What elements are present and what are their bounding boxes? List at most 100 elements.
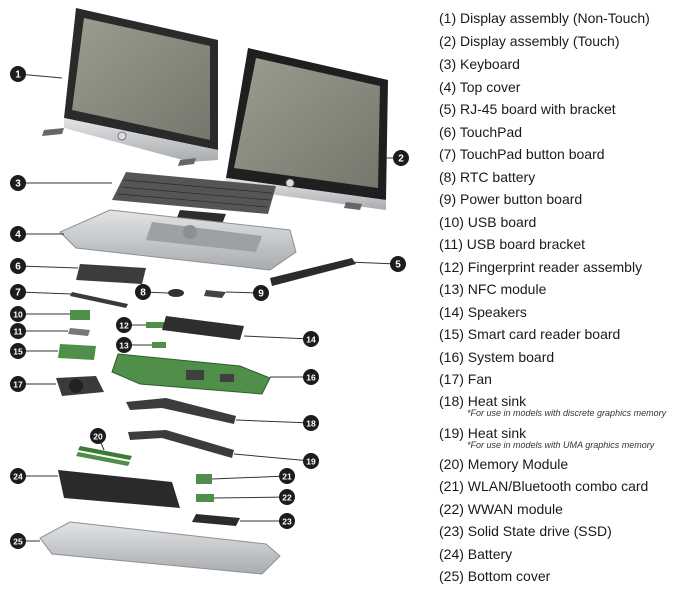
callout-number: 21 <box>282 472 292 482</box>
leader-line <box>235 419 312 424</box>
wwan-module <box>196 494 214 502</box>
callout-number: 22 <box>282 493 292 503</box>
callout-badge <box>10 323 26 339</box>
legend-item: (15) Smart card reader board <box>439 326 621 342</box>
fingerprint-reader-assembly <box>146 322 164 328</box>
legend-item: (21) WLAN/Bluetooth combo card <box>439 478 649 494</box>
callout-number: 3 <box>15 179 21 190</box>
wlan-bluetooth-card <box>196 474 212 484</box>
callout-badge <box>10 468 26 484</box>
legend-note: *For use in models with discrete graphic… <box>467 408 667 418</box>
legend-item: (13) NFC module <box>439 281 547 297</box>
callout-badge <box>10 306 26 322</box>
parts-legend: (1) Display assembly (Non-Touch) (2) Disp… <box>439 0 700 600</box>
callout-badge <box>10 284 26 300</box>
callout-number: 9 <box>258 289 264 300</box>
legend-item: (16) System board <box>439 349 555 365</box>
legend-item: (8) RTC battery <box>439 169 536 185</box>
leader-line <box>243 335 312 340</box>
callout-badge <box>303 369 319 385</box>
legend-item: (25) Bottom cover <box>439 568 551 584</box>
leader-line <box>17 265 79 269</box>
rtc-battery <box>168 289 184 297</box>
callout-number: 19 <box>306 457 316 467</box>
callout-badge <box>10 376 26 392</box>
callout-number: 25 <box>13 537 23 547</box>
callout-number: 2 <box>398 154 404 165</box>
legend-item: (2) Display assembly (Touch) <box>439 33 620 49</box>
memory-module <box>76 446 132 466</box>
touchpad-button-board <box>70 292 128 308</box>
callout-number: 8 <box>140 288 146 299</box>
nfc-module <box>152 342 166 348</box>
callout-badge <box>10 533 26 549</box>
legend-item: (9) Power button board <box>439 191 583 207</box>
leader-line <box>233 453 312 462</box>
callout-number: 7 <box>15 288 21 299</box>
callout-badge <box>303 415 319 431</box>
callout-number: 15 <box>13 347 23 357</box>
callout-number: 12 <box>119 321 129 331</box>
callout-number: 24 <box>13 472 23 482</box>
callout-number: 16 <box>306 373 316 383</box>
legend-item: (22) WWAN module <box>439 501 563 517</box>
display-assembly-non-touch <box>42 8 218 166</box>
callout-number: 17 <box>13 380 23 390</box>
callout-badge <box>10 258 26 274</box>
heat-sink-discrete <box>126 398 236 424</box>
callout-badge <box>279 468 295 484</box>
callout-badge <box>303 331 319 347</box>
legend-item: (14) Speakers <box>439 304 527 320</box>
legend-item: (7) TouchPad button board <box>439 146 605 162</box>
legend-item: (3) Keyboard <box>439 56 520 72</box>
legend-note: *For use in models with UMA graphics mem… <box>467 440 655 450</box>
callout-badge <box>116 317 132 333</box>
callout-number: 5 <box>395 260 401 271</box>
leader-line <box>213 496 288 499</box>
legend-item: (12) Fingerprint reader assembly <box>439 259 643 275</box>
legend-item: (1) Display assembly (Non-Touch) <box>439 10 650 26</box>
callout-number: 18 <box>306 419 316 429</box>
legend-item: (10) USB board <box>439 214 537 230</box>
callout-badge <box>116 337 132 353</box>
legend-item: (20) Memory Module <box>439 456 569 472</box>
callout-badge <box>10 343 26 359</box>
legend-item: (17) Fan <box>439 371 492 387</box>
leader-line <box>347 261 399 265</box>
legend-item: (23) Solid State drive (SSD) <box>439 523 612 539</box>
callout-badge <box>10 226 26 242</box>
fan <box>56 376 104 396</box>
callout-badge <box>303 453 319 469</box>
display-assembly-touch <box>226 48 388 210</box>
legend-item: (4) Top cover <box>439 79 521 95</box>
callout-number: 10 <box>13 310 23 320</box>
power-button-board <box>204 290 226 298</box>
callout-number: 23 <box>282 517 292 527</box>
touchpad <box>76 264 146 284</box>
smart-card-reader-board <box>58 344 96 360</box>
callout-badge <box>393 150 409 166</box>
callout-number: 14 <box>306 335 316 345</box>
callout-number: 1 <box>15 70 21 81</box>
callout-badge <box>279 489 295 505</box>
legend-item: (5) RJ-45 board with bracket <box>439 101 616 117</box>
battery <box>58 470 180 508</box>
callout-badge <box>279 513 295 529</box>
legend-item: (18) Heat sink <box>439 393 527 409</box>
speakers <box>162 316 244 340</box>
usb-board <box>70 310 90 320</box>
callout-number: 6 <box>15 262 21 273</box>
legend-item: (11) USB board bracket <box>439 236 586 252</box>
callout-badge <box>253 285 269 301</box>
rj45-board-with-bracket <box>270 258 356 286</box>
heat-sink-uma <box>128 430 234 458</box>
legend-item: (19) Heat sink <box>439 425 527 441</box>
solid-state-drive <box>192 514 240 526</box>
callout-badge <box>90 428 106 444</box>
callout-number: 20 <box>93 432 103 442</box>
callout-badge <box>390 256 406 272</box>
callout-badge <box>10 175 26 191</box>
usb-board-bracket <box>68 328 90 336</box>
